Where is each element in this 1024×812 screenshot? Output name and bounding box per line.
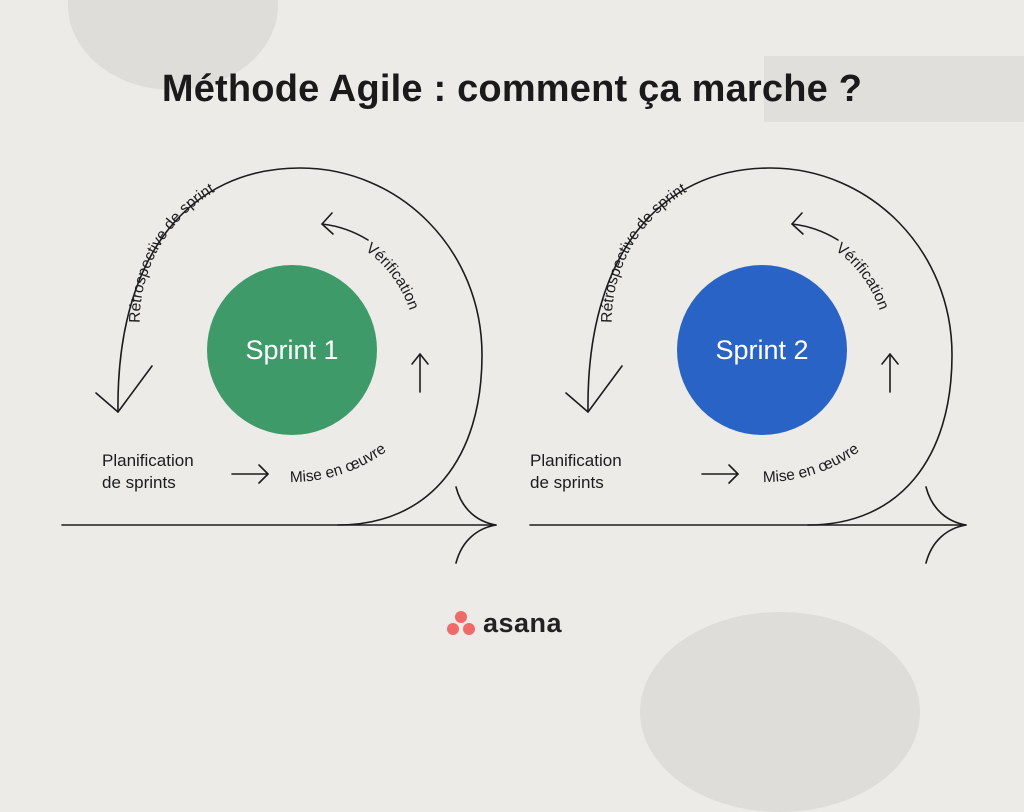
sprint-1-verification-label: Vérification <box>363 240 422 313</box>
agile-cycle-diagram: Sprint 1 Rétrospective de sprint Vérific… <box>61 167 967 564</box>
sprint-1-label: Sprint 1 <box>245 335 338 365</box>
sprint-2-planning-line2: de sprints <box>530 473 604 492</box>
sprint-2-planning-line1: Planification <box>530 451 622 470</box>
sprint-1-retrospective-label: Rétrospective de sprint <box>127 180 218 323</box>
sprint-1-exit-arrowhead <box>455 486 497 564</box>
sprint-1-up-arrowhead <box>411 353 429 365</box>
sprint-2-loop-line <box>529 167 953 526</box>
asana-logo: asana <box>446 606 562 640</box>
sprint-1-planning-line1: Planification <box>102 451 194 470</box>
page-title: Méthode Agile : comment ça marche ? <box>161 68 863 110</box>
sprint-1-loop-line <box>61 167 483 526</box>
sprint-1-loop-arrowhead <box>95 365 153 413</box>
sprint-2-cycle: Sprint 2 Rétrospective de sprint Vérific… <box>529 167 967 564</box>
sprint-1-implementation-label: Mise en œuvre <box>290 440 390 486</box>
sprint-2-retro-arrowhead <box>791 212 804 235</box>
sprint-1-circle <box>207 265 377 435</box>
asana-three-dots-icon <box>447 611 475 635</box>
sprint-1-retro-arrow <box>321 223 369 241</box>
sprint-1-planning-line2: de sprints <box>102 473 176 492</box>
sprint-2-up-arrowhead <box>881 353 899 365</box>
logo-wordmark: asana <box>483 607 563 638</box>
sprint-2-retro-arrow <box>791 223 839 241</box>
background-texture-top-right <box>764 56 1024 122</box>
sprint-2-loop-arrowhead <box>565 365 623 413</box>
sprint-1-retro-arrowhead <box>321 212 334 235</box>
sprint-2-exit-arrowhead <box>925 486 967 564</box>
sprint-2-circle <box>677 265 847 435</box>
sprint-2-implementation-label: Mise en œuvre <box>763 440 863 486</box>
sprint-1-cycle: Sprint 1 Rétrospective de sprint Vérific… <box>61 167 497 564</box>
sprint-2-retrospective-label: Rétrospective de sprint <box>599 180 690 323</box>
sprint-2-label: Sprint 2 <box>715 335 808 365</box>
sprint-2-verification-label: Vérification <box>833 240 892 313</box>
sprint-1-plan-arrowhead <box>258 464 269 484</box>
sprint-2-plan-arrowhead <box>728 464 739 484</box>
